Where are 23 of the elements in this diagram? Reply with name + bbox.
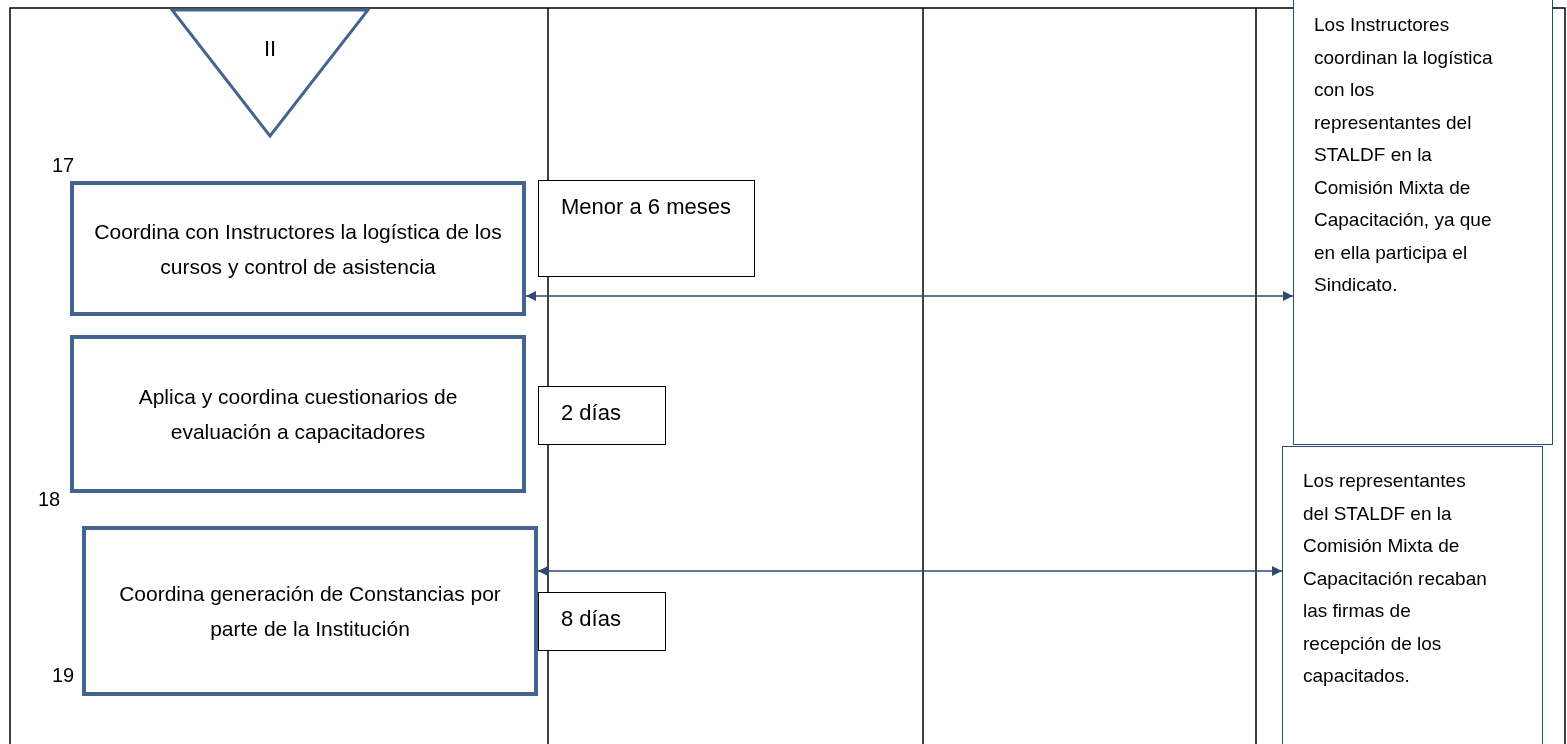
duration-text: Menor a 6 meses xyxy=(561,193,731,221)
off-page-connector xyxy=(170,8,370,138)
note-text: Los representantes del STALDF en la Comisión Mixta de Capacitación recaban las firmas de recepción de los capacitados. xyxy=(1303,469,1488,688)
process-text: Coordina con Instructores la logística de los cursos y control de asistencia xyxy=(93,218,503,280)
note-box xyxy=(1282,446,1543,744)
process-text: Aplica y coordina cuestionarios de evaluación a capacitadores xyxy=(137,384,459,445)
note-box xyxy=(1293,0,1553,445)
double-arrow xyxy=(525,291,1294,301)
process-box xyxy=(70,181,526,316)
note-text: Los Instructores coordinan la logística con los representantes del STALDF en la Comisión Mixta de Capacitación, ya que en ella participa el Sindicato. xyxy=(1314,13,1494,297)
duration-text: 8 días xyxy=(561,605,621,633)
connector-label: II xyxy=(263,36,277,62)
process-box xyxy=(82,526,538,696)
duration-box xyxy=(538,180,755,277)
process-box xyxy=(70,335,526,493)
step-number: 19 xyxy=(52,664,75,687)
duration-box xyxy=(538,386,666,445)
step-number: 18 xyxy=(38,488,61,511)
duration-box xyxy=(538,592,666,651)
duration-text: 2 días xyxy=(561,399,621,427)
process-text: Coordina generación de Constancias por parte de la Institución xyxy=(118,581,502,642)
double-arrow xyxy=(537,566,1283,576)
step-number: 17 xyxy=(52,154,75,177)
